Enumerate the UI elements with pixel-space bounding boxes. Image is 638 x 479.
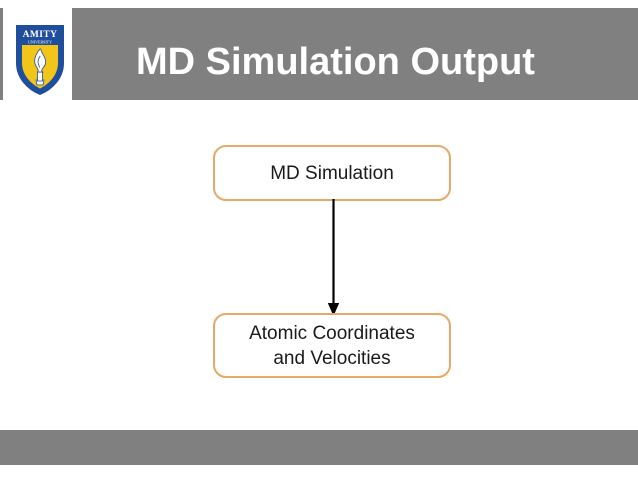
diagram-canvas: MD Simulation Atomic Coordinates and Vel… (0, 100, 638, 430)
flow-node-atomic-coordinates-label: Atomic Coordinates and Velocities (249, 322, 415, 369)
flow-node-md-simulation[interactable]: MD Simulation (213, 145, 451, 201)
header-band (0, 8, 638, 100)
amity-university-logo-icon: AMITY UNIVERSITY (16, 25, 64, 96)
footer-band (0, 430, 638, 465)
flow-node-md-simulation-label: MD Simulation (270, 162, 394, 184)
svg-text:UNIVERSITY: UNIVERSITY (28, 40, 52, 45)
logo-plate: AMITY UNIVERSITY (3, 8, 72, 100)
flow-node-atomic-coordinates[interactable]: Atomic Coordinates and Velocities (213, 313, 451, 378)
page-title: MD Simulation Output (136, 41, 535, 83)
svg-text:AMITY: AMITY (23, 30, 58, 40)
down-arrow-connector-icon (327, 199, 340, 316)
